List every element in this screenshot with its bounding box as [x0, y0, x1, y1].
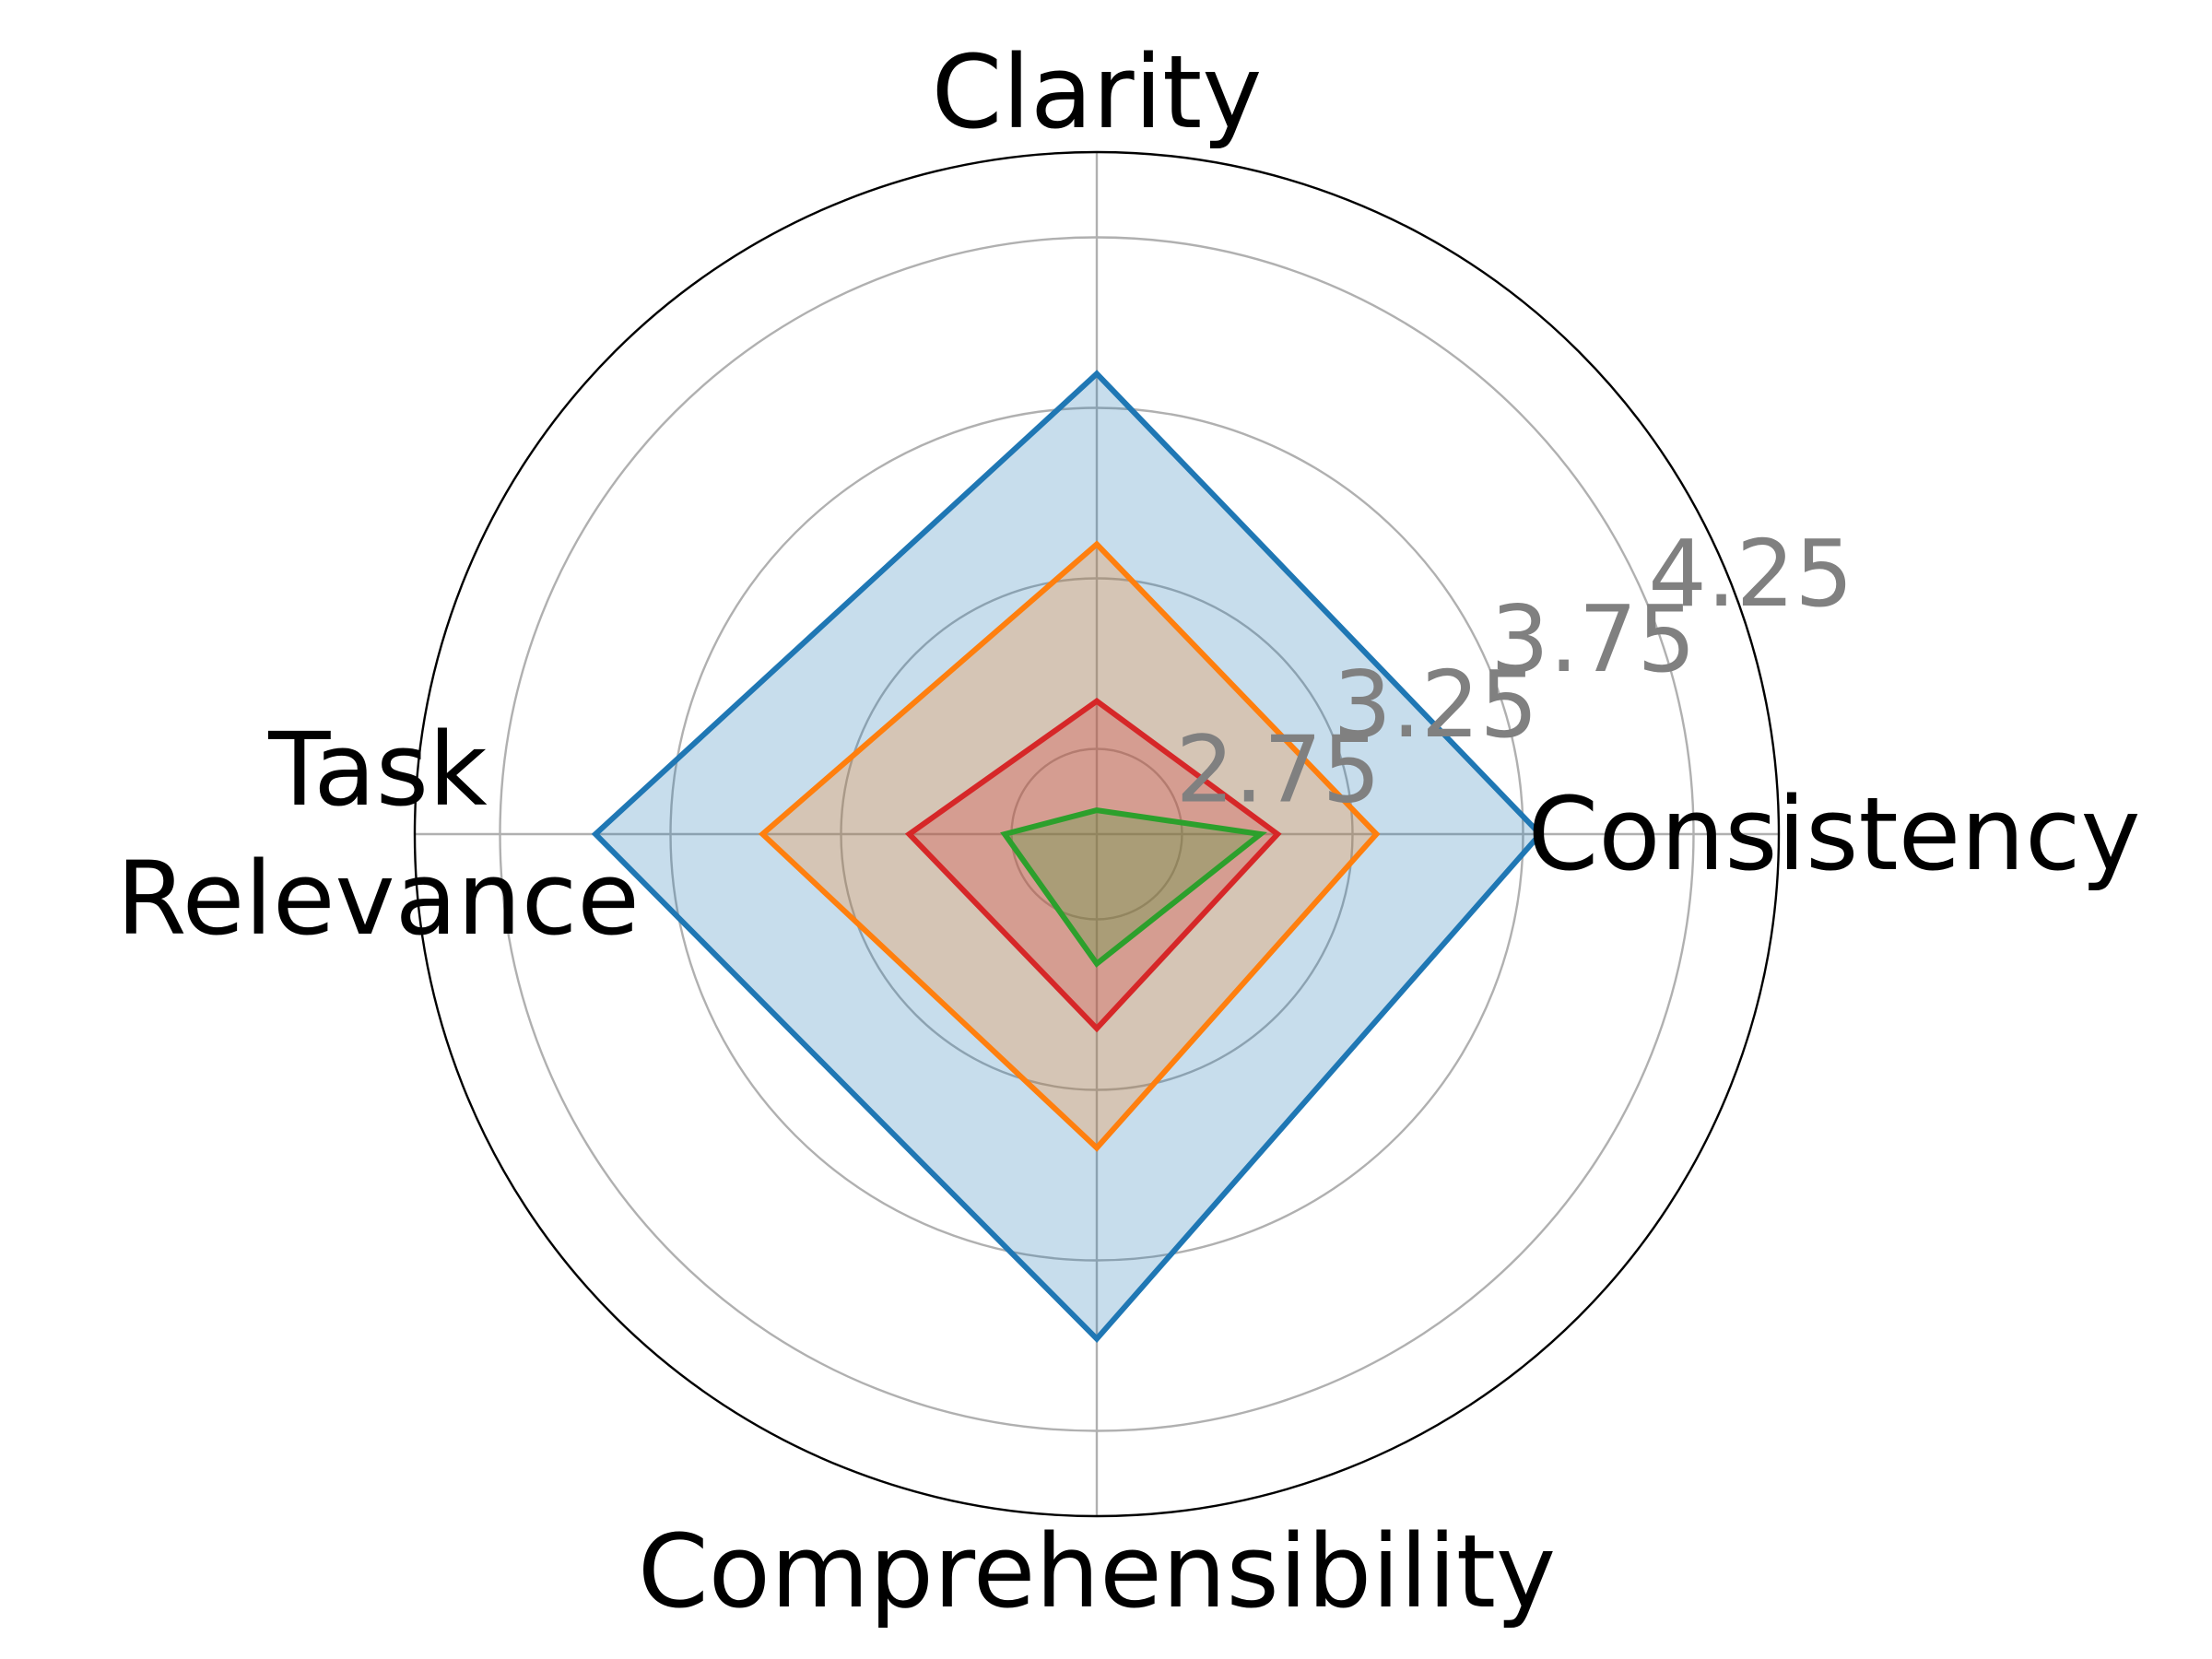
- axis-label-consistency: Consistency: [1527, 775, 2140, 893]
- series-2-line: [904, 697, 1282, 1033]
- polar-frame: [413, 150, 1781, 1518]
- grid-layer: [413, 150, 1781, 1518]
- axis-label-clarity: Clarity: [932, 33, 1263, 151]
- series-layer: [591, 370, 1545, 1343]
- series-3-fill: [1005, 810, 1261, 964]
- r-tick-label: 3.75: [1490, 585, 1696, 693]
- r-tick-label: 3.25: [1333, 651, 1538, 759]
- axis-label-comprehensibility: Comprehensibility: [638, 1512, 1556, 1630]
- series-0-fill: [595, 373, 1540, 1339]
- r-tick-label: 2.75: [1176, 716, 1382, 824]
- r-tick-label: 4.25: [1648, 520, 1853, 628]
- series-2-fill: [909, 700, 1278, 1029]
- tick-label-layer: 2.753.253.754.25: [1176, 520, 1853, 823]
- series-3-line: [1000, 807, 1267, 968]
- series-1-fill: [762, 544, 1377, 1148]
- series-1-line: [758, 540, 1381, 1152]
- series-0-line: [591, 370, 1545, 1343]
